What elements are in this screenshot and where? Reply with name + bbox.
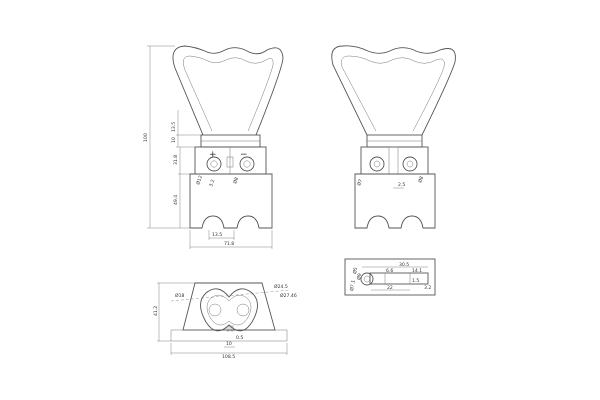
dim-slot-width: 13.5 [212, 232, 222, 238]
top-dim-height: 41.2 [153, 306, 159, 316]
dim-upper-body: 31.8 [173, 155, 179, 165]
front-hole-left [206, 156, 222, 172]
front-handle-outer [172, 45, 284, 136]
side-hole-left [369, 156, 385, 172]
top-dim-dia-right-2: Ø27.46 [280, 292, 297, 299]
dim-lower-body: 49.4 [173, 195, 179, 205]
minus-symbol: − [240, 150, 248, 160]
contact-pin-body [369, 272, 429, 285]
plus-symbol: + [209, 150, 217, 160]
top-dim-gap-b: 10 [226, 341, 232, 347]
contact-pin-circle [360, 272, 374, 286]
dim-handle-gap: 13.5 [171, 122, 177, 132]
contact-dim-d2: Ø9 [355, 273, 363, 281]
contact-dim-len-b: 14.1 [412, 268, 422, 274]
contact-dim-len-d: 22 [387, 285, 393, 291]
front-lower-body [189, 173, 273, 229]
dim-pin-offset: 3.2 [208, 179, 216, 188]
top-dim-gap-a: 0.5 [236, 335, 243, 341]
dim-width: 71.8 [224, 241, 234, 247]
contact-dim-len-total: 30.5 [399, 262, 409, 268]
top-dim-width: 108.5 [222, 354, 235, 360]
dim-total-height: 100 [143, 133, 149, 142]
side-handle-inner [341, 55, 445, 132]
contact-dim-d3: Ø7.1 [348, 279, 357, 291]
front-hole-right [239, 156, 255, 172]
contact-dim-len-a: 6.6 [386, 268, 393, 274]
contact-detail-frame [344, 258, 436, 296]
top-dim-dia-left: Ø18 [175, 292, 185, 299]
dim-hole-large: Ø8 [231, 176, 240, 185]
dim-hole-small: Ø12 [194, 174, 204, 185]
contact-dim-len-c: 1.5 [412, 278, 419, 284]
side-lower-body [354, 173, 436, 229]
front-contact-block [194, 146, 267, 175]
front-view: + − 100 13.5 10 31.8 49.4 Ø12 3.2 Ø8 13.… [143, 45, 284, 249]
top-socket-figure8 [200, 288, 258, 332]
top-dim-dia-right-1: Ø24.5 [274, 283, 288, 290]
side-handle-outer [331, 45, 456, 136]
side-dim-hole-right: Ø8 [416, 175, 425, 184]
top-view: 41.2 Ø18 Ø24.5 Ø27.46 0.5 10 108.5 [153, 282, 297, 360]
contact-dim-len-e: 3.2 [424, 285, 431, 291]
top-outline [182, 282, 276, 331]
side-hole-right [402, 156, 418, 172]
contact-detail: 30.5 6.6 14.1 1.5 22 3.2 Ø5 Ø9 Ø7.1 [344, 258, 436, 296]
contact-dim-d1: Ø5 [351, 267, 359, 275]
dim-handle-step: 10 [171, 137, 177, 143]
front-handle-inner [183, 55, 274, 132]
side-view: Ø7 2.5 Ø8 [331, 45, 456, 229]
side-dim-hole: Ø7 [355, 178, 364, 187]
side-dim-pin: 2.5 [398, 182, 405, 188]
